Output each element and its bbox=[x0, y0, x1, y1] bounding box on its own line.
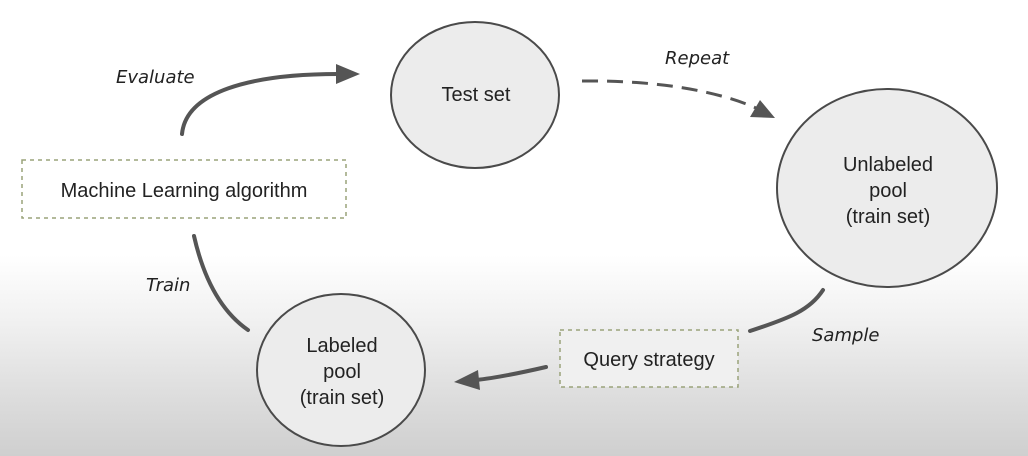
query-to-labeled-arrowhead bbox=[454, 370, 480, 390]
unlabeled-pool-label-line2: pool bbox=[869, 180, 907, 202]
unlabeled-pool-label-line1: Unlabeled bbox=[843, 154, 933, 176]
train-line bbox=[192, 234, 250, 332]
query-strategy-label: Query strategy bbox=[583, 349, 714, 371]
sample-line bbox=[748, 288, 825, 333]
ml-algorithm-node: Machine Learning algorithm bbox=[21, 159, 347, 219]
ml-algorithm-box bbox=[21, 159, 347, 219]
query-strategy-node: Query strategy bbox=[559, 329, 739, 388]
unlabeled-pool-node: Unlabeled pool (train set) bbox=[776, 88, 998, 288]
repeat-label: Repeat bbox=[665, 48, 730, 69]
evaluate-arrow bbox=[180, 72, 340, 136]
repeat-arrow bbox=[581, 79, 757, 110]
labeled-pool-node: Labeled pool (train set) bbox=[256, 293, 426, 447]
labeled-pool-label-line1: Labeled bbox=[306, 335, 377, 357]
unlabeled-pool-label-line3: (train set) bbox=[846, 206, 930, 228]
ml-algorithm-label: Machine Learning algorithm bbox=[61, 180, 308, 202]
labeled-pool-label-line3: (train set) bbox=[300, 387, 384, 409]
train-label: Train bbox=[146, 275, 190, 296]
query-strategy-box bbox=[559, 329, 739, 388]
repeat-arrowhead bbox=[750, 100, 775, 118]
unlabeled-pool-circle bbox=[776, 88, 998, 288]
labeled-pool-label-line2: pool bbox=[323, 361, 361, 383]
evaluate-label: Evaluate bbox=[116, 67, 195, 88]
evaluate-arrowhead bbox=[336, 64, 360, 84]
test-set-circle bbox=[390, 21, 560, 169]
test-set-node: Test set bbox=[390, 21, 560, 169]
sample-label: Sample bbox=[812, 325, 880, 346]
query-to-labeled-arrow bbox=[474, 365, 548, 382]
test-set-label: Test set bbox=[442, 84, 511, 106]
labeled-pool-circle bbox=[256, 293, 426, 447]
